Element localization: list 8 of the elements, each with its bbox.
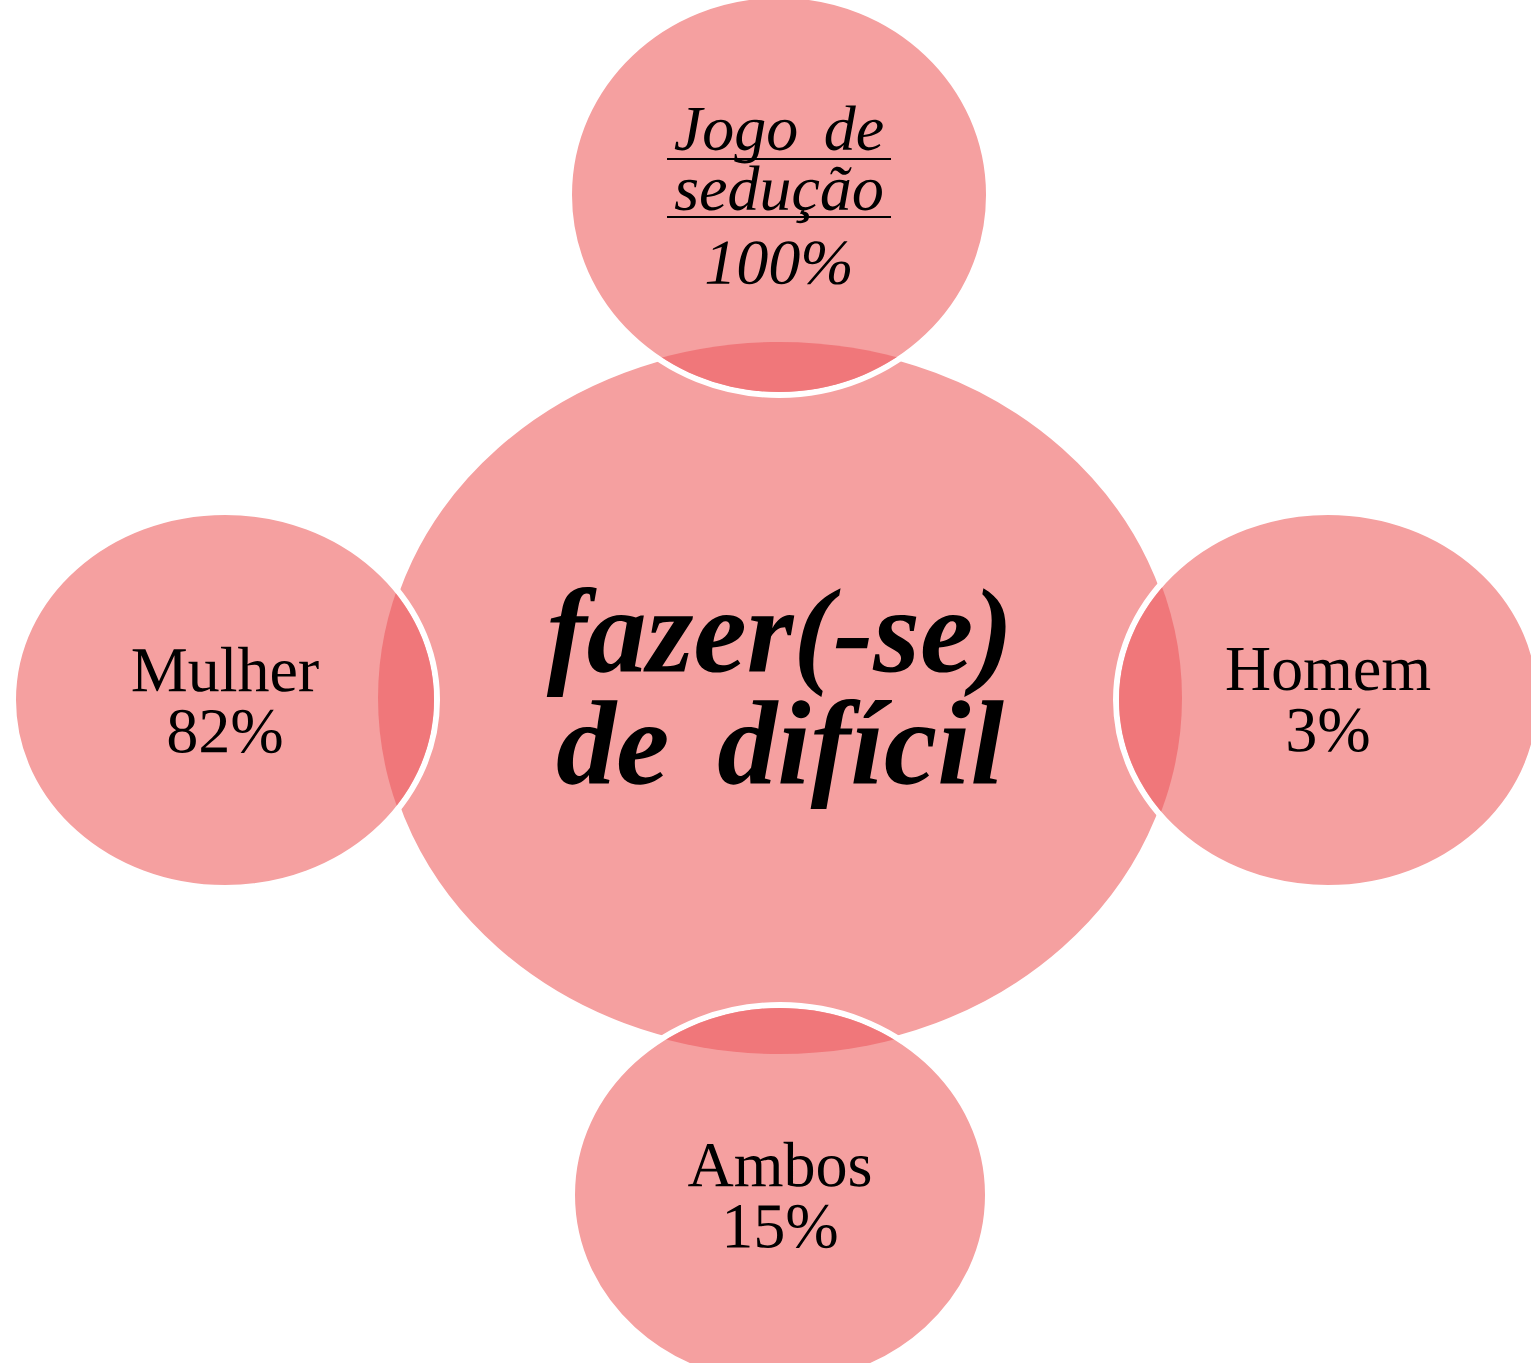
node-label: 15%: [726, 1204, 837, 1249]
node-label: Jogo de sedução: [674, 105, 883, 224]
node-label: 100%: [706, 241, 851, 285]
node-label: Homem: [1226, 648, 1431, 691]
node-label: Ambos: [688, 1141, 871, 1187]
node-label: 3%: [1288, 708, 1369, 752]
node-label: 82%: [168, 709, 282, 754]
node-label: Mulher: [132, 646, 319, 692]
